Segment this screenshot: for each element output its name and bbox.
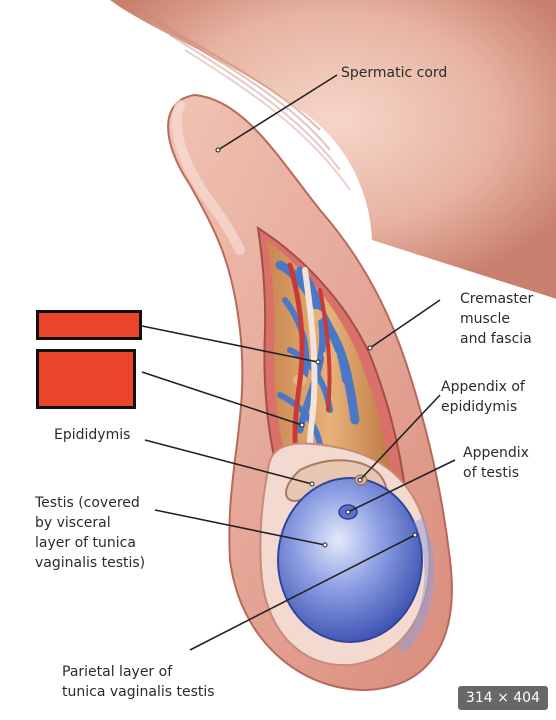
leader-epididymis	[144, 439, 313, 485]
leader-lines	[141, 74, 456, 651]
label-epididymis: Epididymis	[54, 427, 131, 443]
leader-appendix-testis	[347, 459, 456, 513]
label-spermatic-cord: Spermatic cord	[341, 65, 448, 81]
skin-folds	[110, 0, 556, 299]
label-cremaster: Cremaster muscle and fascia	[460, 291, 534, 347]
redacted-label-box-1	[36, 310, 142, 340]
leader-redacted-2	[141, 371, 303, 426]
leader-appendix-epididymis	[359, 394, 441, 481]
image-dimensions-badge: 314 × 404	[457, 686, 548, 710]
leader-dots	[215, 147, 418, 548]
testis-region	[259, 442, 435, 667]
label-appendix-epididymis: Appendix of epididymis	[441, 379, 525, 415]
leader-spermatic-cord	[217, 74, 338, 151]
leader-redacted-1	[141, 325, 319, 363]
leader-cremaster	[369, 299, 441, 349]
redacted-label-box-2	[36, 349, 136, 409]
leader-parietal	[189, 534, 416, 651]
leader-testis	[154, 509, 326, 546]
label-testis: Testis (covered by visceral layer of tun…	[35, 495, 146, 571]
label-appendix-testis: Appendix of testis	[463, 445, 529, 481]
label-parietal: Parietal layer of tunica vaginalis testi…	[62, 664, 215, 700]
